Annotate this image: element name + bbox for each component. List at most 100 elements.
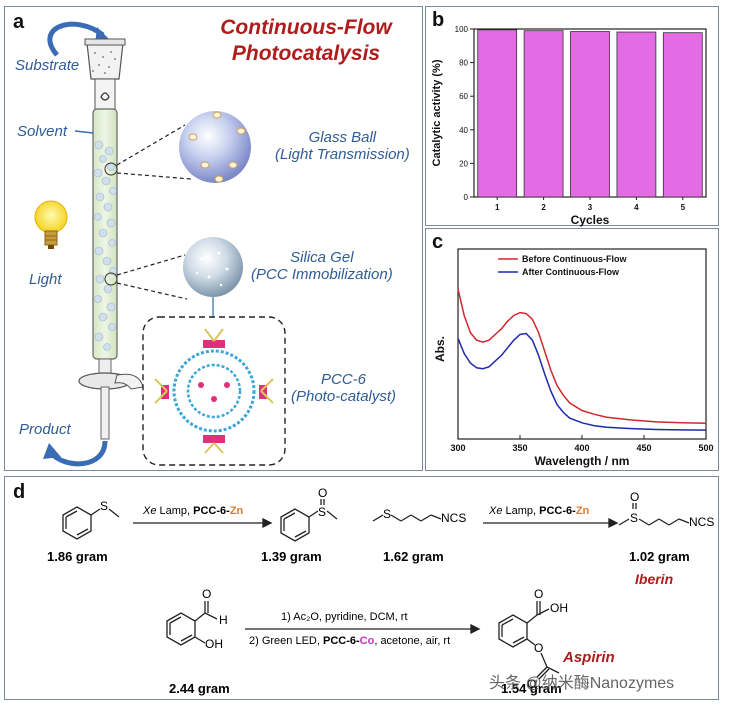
r3-step2-metal: Co <box>359 635 375 647</box>
bar <box>477 29 518 198</box>
r1-metal: Zn <box>229 505 244 517</box>
bar <box>616 31 657 198</box>
r3-product-name: Aspirin <box>563 649 615 666</box>
silica-gel-image <box>183 237 243 317</box>
panel-a: a Continuous-Flow Photocatalysis <box>4 6 423 471</box>
x-axis-label: Cycles <box>571 213 610 227</box>
r3-aldehyde-h-label: H <box>219 613 228 627</box>
r2-metal: Zn <box>575 505 590 517</box>
x-tick-label: 500 <box>698 443 713 453</box>
r3-acid-oh-label: OH <box>550 601 568 615</box>
x-tick-label: 2 <box>541 203 546 212</box>
title-line-2: Photocatalysis <box>231 42 381 65</box>
benzene-ring-4 <box>498 614 528 648</box>
silica-gel-label: Silica Gel (PCC Immobilization) <box>251 249 393 283</box>
r1-product-oxygen-label: O <box>318 486 328 500</box>
x-axis-label: Wavelength / nm <box>535 454 630 468</box>
benzene-ring-1 <box>62 506 92 540</box>
x-tick-label: 5 <box>681 203 686 212</box>
x-tick-label: 450 <box>636 443 651 453</box>
r1-lamp: Xe <box>143 505 157 517</box>
r2-lamp: Xe <box>489 505 503 517</box>
r2-sm-mass: 1.62 gram <box>383 549 444 564</box>
r3-oh-label: OH <box>205 637 223 651</box>
r3-step1: 1) Ac₂O, pyridine, DCM, rt <box>281 611 408 623</box>
legend-label: After Continuous-Flow <box>522 267 620 277</box>
y-tick-label: 20 <box>459 159 468 168</box>
silica-line2: (PCC Immobilization) <box>251 266 393 283</box>
r2-sulfur-label: S <box>383 507 392 521</box>
r3-step2-b: , acetone, air, rt <box>374 635 451 647</box>
y-tick-label: 100 <box>455 25 469 34</box>
r2-lamp-rest: Lamp, <box>502 505 540 517</box>
x-tick-label: 300 <box>450 443 465 453</box>
r3-ester-oxygen-label: O <box>534 641 544 655</box>
r3-aldehyde-oxygen-label: O <box>202 587 212 601</box>
silica-line1: Silica Gel <box>290 249 354 266</box>
reaction-schemes <box>62 499 690 680</box>
top-cycle-arrow <box>47 21 105 57</box>
r3-step2: 2) Green LED, PCC-6-Co, acetone, air, rt <box>249 635 450 647</box>
light-label: Light <box>29 271 62 288</box>
panel-a-title: Continuous-Flow Photocatalysis <box>191 15 421 67</box>
product-label: Product <box>19 421 71 438</box>
r2-product-ncs-label: NCS <box>689 515 715 529</box>
r2-product-oxygen-label: O <box>630 490 640 504</box>
bar <box>662 32 703 198</box>
benzene-ring-2 <box>280 508 310 542</box>
title-line-1: Continuous-Flow <box>220 16 392 39</box>
r3-step2-a: 2) Green LED, <box>249 635 323 647</box>
substrate-label: Substrate <box>15 57 80 74</box>
benzene-ring-3 <box>166 612 196 646</box>
light-bulb-icon <box>34 200 68 249</box>
r1-lamp-rest: Lamp, <box>156 505 194 517</box>
bar <box>570 31 610 198</box>
r3-prod-mass: 1.54 gram <box>501 681 562 696</box>
panel-b-label: b <box>432 9 445 31</box>
series-line <box>457 332 707 431</box>
r2-ncs-label: NCS <box>441 511 467 525</box>
r2-product-name: Iberin <box>635 571 674 587</box>
pcc6-structure-image <box>154 328 274 454</box>
uv-vis-line-chart: 300 350 400 450 500 Before Continuous-FlowAft… <box>433 248 714 468</box>
r3-step2-cat: PCC-6- <box>322 635 360 647</box>
glass-ball-line2: (Light Transmission) <box>275 146 410 163</box>
y-tick-label: 0 <box>464 193 469 202</box>
pcc6-label: PCC-6 (Photo-catalyst) <box>291 371 396 405</box>
r3-carbonyl-oxygen-label: O <box>527 677 537 691</box>
x-tick-label: 4 <box>634 203 639 212</box>
legend-label: Before Continuous-Flow <box>522 254 627 264</box>
r2-conditions: Xe Lamp, PCC-6-Zn <box>489 505 589 517</box>
panel-a-label: a <box>13 11 25 33</box>
series-line <box>457 288 707 424</box>
bottom-cycle-arrow <box>49 440 108 467</box>
y-tick-label: 40 <box>459 126 468 135</box>
x-tick-label: 1 <box>495 203 500 212</box>
solvent-label: Solvent <box>17 123 68 140</box>
r1-sulfur-label: S <box>100 499 109 513</box>
r2-prod-mass: 1.02 gram <box>629 549 690 564</box>
r2-product-sulfur-label: S <box>630 511 639 525</box>
r1-prod-mass: 1.39 gram <box>261 549 322 564</box>
panel-d: d <box>4 476 719 700</box>
r1-conditions: Xe Lamp, PCC-6-Zn <box>143 505 243 517</box>
x-tick-label: 400 <box>574 443 589 453</box>
bar <box>523 30 564 198</box>
glass-ball-line1: Glass Ball <box>308 129 377 146</box>
flow-column-illustration <box>34 21 286 467</box>
r3-acid-oxygen-label: O <box>534 587 544 601</box>
y-tick-label: 60 <box>459 92 468 101</box>
pcc6-dashed-box <box>142 316 286 466</box>
x-tick-label: 3 <box>588 203 593 212</box>
panel-d-label: d <box>13 481 26 503</box>
panel-c-label: c <box>432 231 444 253</box>
y-axis-label: Catalytic activity (%) <box>431 59 443 166</box>
pcc6-line2: (Photo-catalyst) <box>291 388 397 405</box>
x-tick-label: 350 <box>512 443 527 453</box>
pcc6-line1: PCC-6 <box>321 371 367 388</box>
y-axis-label: Abs. <box>433 336 447 362</box>
watermark: 头条 @纳米酶Nanozymes <box>489 675 675 692</box>
